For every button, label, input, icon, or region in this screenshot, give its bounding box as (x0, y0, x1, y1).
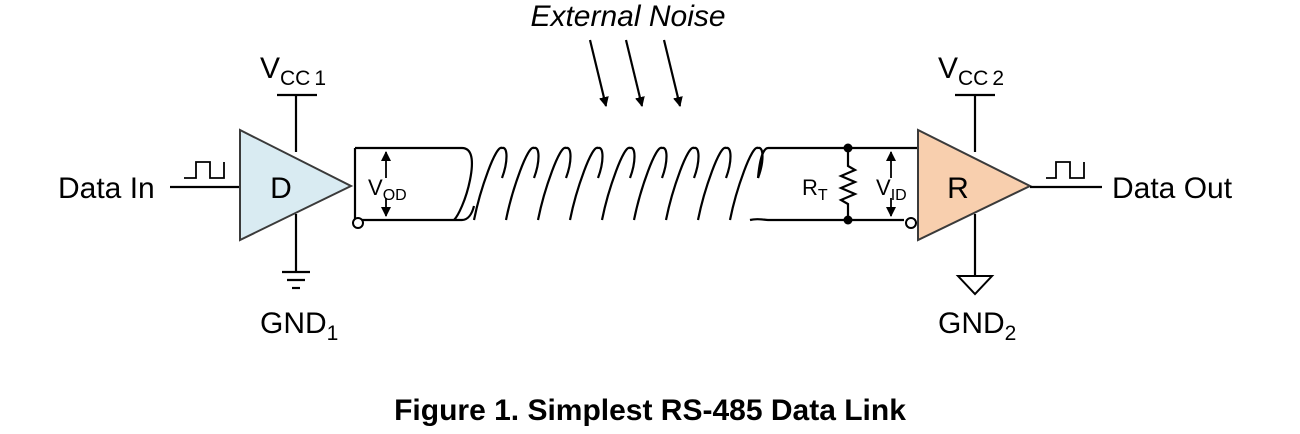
data-out-label: Data Out (1112, 172, 1233, 205)
cable-entry-top (453, 146, 473, 221)
resistor-icon (838, 148, 858, 220)
vod-measurement: VOD (368, 151, 407, 217)
cable-loop-7 (664, 146, 700, 221)
cable-exit-bottom (749, 218, 769, 222)
cable-loop-1 (472, 146, 508, 221)
vid-label: VID (876, 175, 907, 204)
receiver-input-lines (768, 146, 918, 229)
rt-label: RT (802, 175, 828, 204)
cable-loop-8 (696, 146, 732, 221)
vid-measurement: VID (876, 151, 907, 217)
cable-loop-3 (536, 146, 572, 221)
cable-loop-4 (568, 146, 604, 221)
noise-label: External Noise (530, 0, 725, 33)
driver-triangle (239, 128, 354, 242)
receiver-gnd: GND2 (938, 214, 1016, 345)
receiver-inverting-bubble (905, 217, 917, 229)
receiver-gnd-icon (955, 275, 995, 296)
termination-resistor: RT (802, 143, 858, 225)
cable-loop-2 (504, 146, 540, 221)
cable-loop-5 (600, 146, 636, 221)
cable-entry-bottom (461, 205, 476, 222)
vod-label: VOD (368, 175, 407, 204)
figure-caption: Figure 1. Simplest RS-485 Data Link (394, 394, 906, 427)
noise-arrow-2 (624, 39, 645, 107)
cable-loop-9 (728, 146, 764, 221)
driver-gnd-label: GND1 (260, 307, 338, 345)
driver-inverting-bubble (352, 217, 364, 229)
cable-exit-top (756, 146, 769, 179)
receiver-gnd-label: GND2 (938, 307, 1016, 345)
data-in-pulse-icon (184, 161, 225, 179)
driver-gnd: GND1 (260, 214, 338, 345)
data-out-signal: Data Out (1030, 161, 1233, 205)
noise-arrow-1 (588, 39, 609, 107)
receiver-triangle (917, 128, 1033, 242)
driver-output-lines (352, 146, 462, 229)
receiver-letter: R (947, 172, 969, 205)
data-in-signal: Data In (58, 161, 240, 205)
noise-arrow-3 (662, 39, 683, 107)
data-in-label: Data In (58, 172, 155, 205)
noise-arrows (588, 39, 683, 107)
cable-loop-6 (632, 146, 668, 221)
twisted-pair-cable (453, 146, 769, 222)
driver-letter: D (270, 172, 292, 205)
data-out-pulse-icon (1046, 161, 1085, 179)
